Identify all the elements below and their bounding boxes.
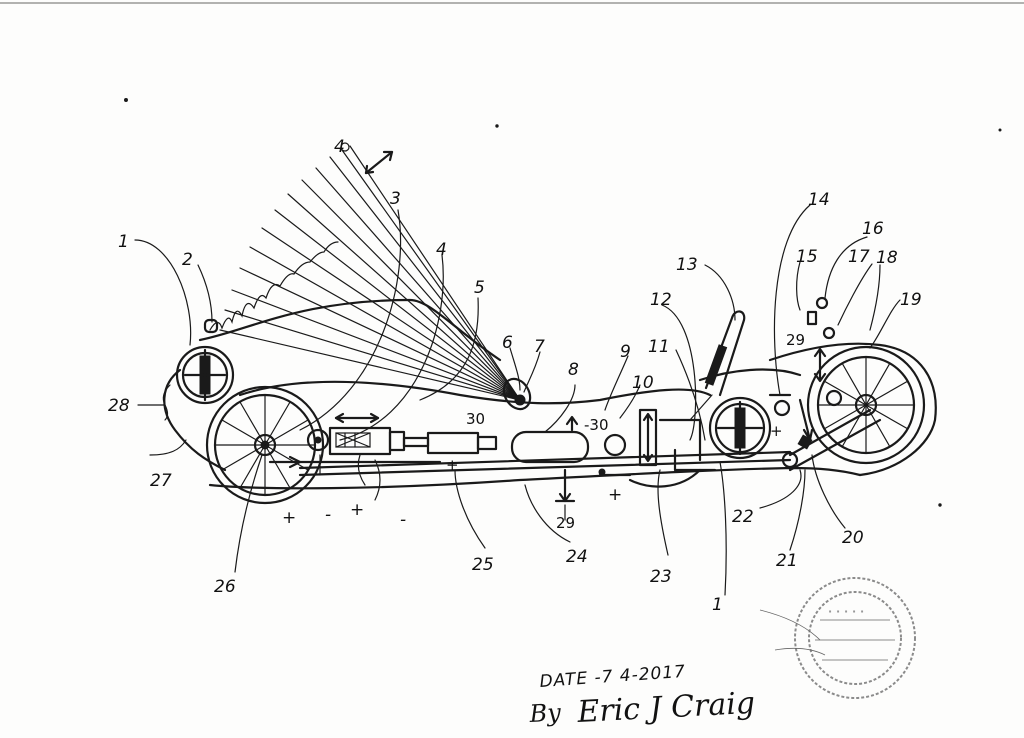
scan-specks [124,98,1002,507]
date-text: DATE -7 4-2017 [539,662,687,692]
svg-text:· · · · ·: · · · · · [828,605,864,618]
drive-train [268,412,498,501]
sign-plus-4: + [770,422,783,440]
sign-minus-2: - [400,510,406,530]
mid-assembly [628,408,717,488]
sign-plus-5: + [446,456,459,474]
label-14: 14 [808,190,830,210]
label-15: 15 [796,247,818,267]
label-26: 26 [214,577,236,597]
front-wheel [205,385,325,505]
sign-plus-2: + [350,500,364,520]
label-6: 6 [502,333,513,353]
control-lever [689,310,746,421]
label-20: 20 [842,528,864,548]
sign-plus-1: + [282,508,296,528]
sign-minus-1: - [325,505,331,525]
body-outline [162,298,937,490]
label-21: 21 [776,551,798,571]
label-18: 18 [876,248,898,268]
label-4: 4 [436,240,447,260]
label-16: 16 [862,219,884,239]
label-22: 22 [732,507,754,527]
label-3: 3 [390,189,401,209]
label-13: 13 [676,255,698,275]
polarity-signs: + - + - + + + [282,422,783,530]
rear-assembly [768,296,882,472]
label-12: 12 [650,290,672,310]
label-25: 25 [472,555,494,575]
label-10: 10 [632,373,654,393]
label-24: 24 [566,547,588,567]
rear-gauge [708,396,772,460]
label-19: 19 [900,290,922,310]
label-11: 11 [648,337,670,357]
rear-wheel [806,345,926,465]
signature-by: By [528,698,562,728]
label-2: 2 [182,250,193,270]
label-1: 1 [118,232,129,252]
label-28: 28 [108,396,130,416]
label-1-rear: 1 [712,595,723,615]
label-5: 5 [474,278,485,298]
label-8: 8 [568,360,579,380]
label-29-bottom: 29 [556,514,575,532]
label-23: 23 [650,567,672,587]
label-29-top: 29 [786,331,805,349]
nozzle [502,377,532,411]
tank [510,415,632,503]
label-7: 7 [534,337,545,357]
signature-name: Eric J Craig [576,686,756,730]
reference-numerals: 1 2 3 4 5 6 7 8 9 10 11 12 13 14 15 16 1… [108,137,922,615]
tendril-fan [209,142,521,401]
label-4-top: 4 [334,137,345,157]
label-minus-30: -30 [584,416,609,434]
label-27: 27 [150,471,172,491]
label-17: 17 [848,247,870,267]
signature-block: DATE -7 4-2017 By Eric J Craig [528,662,756,730]
front-gauge [175,318,235,405]
sign-plus-3: + [608,485,622,505]
leader-lines [134,204,901,596]
label-30: 30 [466,410,485,428]
notary-stamp: · · · · · [759,577,916,699]
label-9: 9 [620,342,631,362]
